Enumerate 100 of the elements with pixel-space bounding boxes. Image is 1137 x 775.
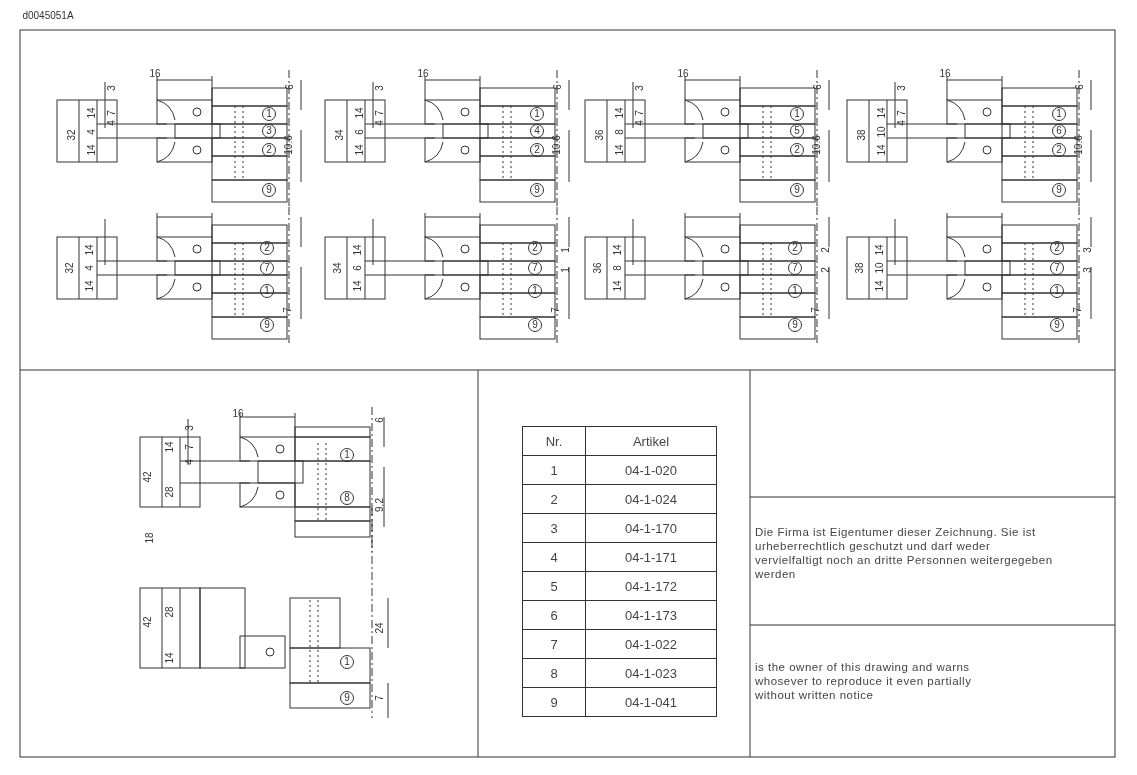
- dimension-value: 14: [85, 280, 95, 292]
- dimension-value: 14: [875, 244, 885, 256]
- dimension-value: 10.6: [1074, 135, 1084, 155]
- dimension-value: 14: [615, 107, 625, 119]
- dimension-value: 24: [375, 622, 385, 634]
- dimension-value: 14: [87, 144, 97, 156]
- dimension-value: 18: [145, 532, 155, 544]
- dimension-value: 14: [165, 441, 175, 453]
- dimension-value: 38: [857, 129, 867, 141]
- dimension-value: 7: [635, 110, 645, 116]
- dimension-value: 16: [939, 69, 951, 79]
- dimension-value: 4: [897, 120, 907, 126]
- dimension-value: 42: [143, 616, 153, 628]
- dimension-value: 3: [1083, 247, 1093, 253]
- dimension-value: 4: [107, 120, 117, 126]
- dimension-value: 4: [87, 129, 97, 135]
- dimension-value: 10: [877, 126, 887, 138]
- dimension-value: 2: [821, 247, 831, 253]
- table-header: Nr.: [522, 426, 586, 456]
- dimension-value: 7: [185, 444, 195, 450]
- dimension-value: 42: [143, 471, 153, 483]
- row-number: 6: [522, 600, 586, 630]
- dimension-value: 34: [335, 129, 345, 141]
- dimension-value: 7: [375, 110, 385, 116]
- dimension-value: 7: [811, 307, 821, 313]
- article-number: 04-1-020: [585, 455, 717, 485]
- article-number: 04-1-023: [585, 658, 717, 688]
- article-number: 04-1-170: [585, 513, 717, 543]
- dimension-value: 14: [353, 244, 363, 256]
- row-number: 9: [522, 687, 586, 717]
- dimension-value: 36: [595, 129, 605, 141]
- drawing-number: d0045051A: [22, 11, 74, 21]
- dimension-value: 10: [875, 262, 885, 274]
- dimension-value: 3: [897, 85, 907, 91]
- dimension-value: 1: [561, 267, 571, 273]
- row-number: 7: [522, 629, 586, 659]
- dimension-value: 4: [185, 459, 195, 465]
- article-number: 04-1-171: [585, 542, 717, 572]
- dimension-value: 32: [67, 129, 77, 141]
- dimension-value: 38: [855, 262, 865, 274]
- dimension-value: 16: [149, 69, 161, 79]
- dimension-value: 6: [1075, 84, 1085, 90]
- dimension-value: 4: [375, 120, 385, 126]
- dimension-value: 10.6: [812, 135, 822, 155]
- dimension-value: 7: [1073, 307, 1083, 313]
- dimension-value: 4: [635, 120, 645, 126]
- dimension-value: 7: [107, 110, 117, 116]
- dimension-value: 8: [613, 265, 623, 271]
- dimension-value: 14: [615, 144, 625, 156]
- row-number: 4: [522, 542, 586, 572]
- dimension-value: 28: [165, 606, 175, 618]
- dimension-value: 3: [375, 85, 385, 91]
- dimension-value: 28: [165, 486, 175, 498]
- dimension-value: 1: [561, 247, 571, 253]
- dimension-value: 10.6: [552, 135, 562, 155]
- dimension-value: 14: [877, 144, 887, 156]
- article-number: 04-1-172: [585, 571, 717, 601]
- copyright-note: is the owner of this drawing and warns whosever to reproduce it even partially without written notice: [755, 660, 973, 702]
- dimension-value: 9.2: [375, 498, 385, 512]
- row-number: 1: [522, 455, 586, 485]
- dimension-value: 14: [613, 280, 623, 292]
- article-number: 04-1-024: [585, 484, 717, 514]
- dimension-value: 14: [355, 144, 365, 156]
- dimension-value: 34: [333, 262, 343, 274]
- row-number: 3: [522, 513, 586, 543]
- dimension-value: 6: [375, 417, 385, 423]
- article-number: 04-1-041: [585, 687, 717, 717]
- dimension-value: 7: [283, 307, 293, 313]
- dimension-value: 2: [821, 267, 831, 273]
- dimension-value: 14: [165, 652, 175, 664]
- article-number: 04-1-022: [585, 629, 717, 659]
- copyright-note: Die Firma ist Eigentumer dieser Zeichnung. Sie ist urheberrechtlich geschutzt und darf weder vervielfaltigt noch an dritte Personnen weitergegeben werden: [755, 525, 1054, 581]
- row-number: 8: [522, 658, 586, 688]
- dimension-value: 3: [635, 85, 645, 91]
- dimension-value: 32: [65, 262, 75, 274]
- row-number: 5: [522, 571, 586, 601]
- dimension-value: 6: [353, 265, 363, 271]
- dimension-value: 3: [107, 85, 117, 91]
- table-header: Artikel: [585, 426, 717, 456]
- row-number: 2: [522, 484, 586, 514]
- dimension-value: 16: [417, 69, 429, 79]
- dimension-value: 14: [353, 280, 363, 292]
- dimension-value: 3: [185, 425, 195, 431]
- dimension-value: 16: [677, 69, 689, 79]
- dimension-value: 36: [593, 262, 603, 274]
- dimension-value: 7: [897, 110, 907, 116]
- dimension-value: 6: [813, 84, 823, 90]
- dimension-value: 14: [87, 107, 97, 119]
- dimension-value: 16: [232, 409, 244, 419]
- dimension-value: 7: [551, 307, 561, 313]
- dimension-value: 14: [355, 107, 365, 119]
- dimension-value: 8: [615, 129, 625, 135]
- dimension-value: 14: [875, 280, 885, 292]
- article-number: 04-1-173: [585, 600, 717, 630]
- dimension-value: 10.6: [284, 135, 294, 155]
- dimension-value: 6: [285, 84, 295, 90]
- dimension-value: 14: [877, 107, 887, 119]
- dimension-value: 14: [85, 244, 95, 256]
- dimension-value: 6: [553, 84, 563, 90]
- dimension-value: 3: [1083, 267, 1093, 273]
